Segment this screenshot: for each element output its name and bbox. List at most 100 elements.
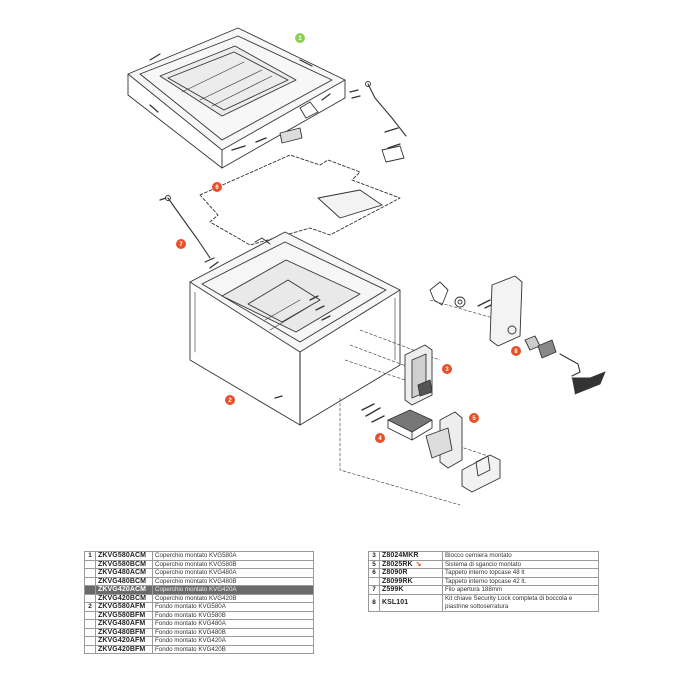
base-part xyxy=(189,231,401,426)
right-table-row: 7 Z599K Filo apertura 188mm xyxy=(368,585,599,595)
left-table-desc-cell: Fondo montato KVG480B xyxy=(152,627,314,637)
left-table-num-cell xyxy=(84,576,96,586)
left-table-code-cell: ZKVG420BCM xyxy=(95,593,153,603)
callout-label-2: 2 xyxy=(228,398,232,404)
left-table-num-cell xyxy=(84,644,96,654)
right-table-desc: Tappeto interno topcase 48 lt xyxy=(445,569,525,576)
left-table-code-cell: ZKVG480BCM xyxy=(95,576,153,586)
left-table-desc-cell: Fondo montato KVG580A xyxy=(152,602,314,612)
callout-marker-8: 8 xyxy=(511,346,521,356)
left-table-code-cell: ZKVG480ACM xyxy=(95,568,153,578)
left-table-desc: Fondo montato KVG580A xyxy=(155,603,226,610)
wire-part xyxy=(159,195,215,263)
release-system-part xyxy=(361,403,433,441)
left-table-desc-cell: Coperchio montato KVG480B xyxy=(152,576,314,586)
right-table-code-cell: KSL101 xyxy=(379,593,443,612)
left-table-desc-cell: Fondo montato KVG420A xyxy=(152,636,314,646)
callout-label-5: 5 xyxy=(472,416,476,422)
left-table-row: ZKVG420AFM Fondo montato KVG420A xyxy=(84,636,314,646)
left-table-desc: Coperchio montato KVG420B xyxy=(155,594,237,602)
left-table-num-cell: 1 xyxy=(84,551,96,561)
left-table-code-cell: ZKVG480AFM xyxy=(95,619,153,629)
left-table-code: ZKVG420ACM xyxy=(98,586,147,593)
right-table-num-cell: 7 xyxy=(368,585,380,595)
right-table-desc: Sistema di sgancio montato xyxy=(445,560,522,568)
right-table-row: 3 Z8024MKR Blocco cerniera montato xyxy=(368,551,599,561)
lock-kit-part xyxy=(429,275,606,395)
left-table-code: ZKVG420AFM xyxy=(98,637,146,644)
right-table-num-cell: 3 xyxy=(368,551,380,561)
left-table-desc: Coperchio montato KVG480B xyxy=(155,577,237,585)
left-table-desc: Coperchio montato KVG480A xyxy=(155,569,237,576)
right-table-desc-cell: Tappeto interno topcase 48 lt xyxy=(442,568,599,578)
right-table-code-cell: Z8099RK xyxy=(379,576,443,586)
right-table-desc-cell: Tappeto interno topcase 42 lt. xyxy=(442,576,599,586)
left-table-desc-cell: Coperchio montato KVG480A xyxy=(152,568,314,578)
right-table-desc-cell: Filo apertura 188mm xyxy=(442,585,599,595)
right-table-num: 5 xyxy=(372,560,376,568)
left-table-desc-cell: Coperchio montato KVG580A xyxy=(152,551,314,561)
new-item-arrow-icon: ↘ xyxy=(415,560,422,568)
right-table-code: Z8024MKR xyxy=(382,552,419,559)
left-table-num-cell xyxy=(84,627,96,637)
left-table-desc: Fondo montato KVG480A xyxy=(155,620,226,627)
callout-marker-4: 4 xyxy=(375,433,385,443)
left-table-desc-cell: Fondo montato KVG420B xyxy=(152,644,314,654)
right-table-num-cell xyxy=(368,576,380,586)
right-table-num: 6 xyxy=(372,569,376,576)
callout-marker-3: 3 xyxy=(442,364,452,374)
right-table-desc-cell: Blocco cerniera montato xyxy=(442,551,599,561)
left-table-code-cell: ZKVG580AFM xyxy=(95,602,153,612)
left-table-num: 1 xyxy=(88,552,92,559)
left-table-code-cell: ZKVG420BFM xyxy=(95,644,153,654)
right-table-desc-cell: Kit chiave Security Lock completa di boc… xyxy=(442,593,599,612)
callout-marker-1: 1 xyxy=(295,33,305,43)
left-table-row: ZKVG480AFM Fondo montato KVG480A xyxy=(84,619,314,629)
left-table-num-cell xyxy=(84,568,96,578)
callout-marker-5: 5 xyxy=(469,413,479,423)
right-table-num-cell: 8 xyxy=(368,593,380,612)
left-table-code-cell: ZKVG480BFM xyxy=(95,627,153,637)
left-table-code: ZKVG480AFM xyxy=(98,620,146,627)
right-table-code-cell: Z8090R xyxy=(379,568,443,578)
right-table-num: 7 xyxy=(372,586,376,593)
left-table-code: ZKVG580BFM xyxy=(98,611,146,619)
left-table-code: ZKVG580BCM xyxy=(98,560,147,568)
inner-mat-part xyxy=(199,154,401,246)
right-table-code: Z8090R xyxy=(382,569,408,576)
callout-marker-6: 6 xyxy=(212,182,222,192)
left-table-desc-cell: Fondo montato KVG480A xyxy=(152,619,314,629)
right-table-num: 3 xyxy=(372,552,376,559)
right-table-desc: Kit chiave Security Lock completa di boc… xyxy=(445,595,573,610)
left-table-num-cell xyxy=(84,610,96,620)
left-table-desc: Fondo montato KVG420B xyxy=(155,645,226,653)
right-table-desc: Blocco cerniera montato xyxy=(445,552,512,559)
right-table-code-cell: Z8024MKR xyxy=(379,551,443,561)
callout-label-6: 6 xyxy=(215,185,219,191)
right-table-row: 6 Z8090R Tappeto interno topcase 48 lt xyxy=(368,568,599,578)
left-table-desc-cell: Coperchio montato KVG420B xyxy=(152,593,314,603)
left-table-code-cell: ZKVG420ACM xyxy=(95,585,153,595)
left-table-num-cell xyxy=(84,593,96,603)
lid-part xyxy=(127,27,346,169)
callout-label-4: 4 xyxy=(378,436,382,442)
left-table-code-cell: ZKVG580ACM xyxy=(95,551,153,561)
right-table-desc: Tappeto interno topcase 42 lt. xyxy=(445,577,527,585)
right-table-code: Z599K xyxy=(382,586,404,593)
left-table-desc: Fondo montato KVG480B xyxy=(155,628,226,636)
right-table-num-cell: 5 xyxy=(368,559,380,569)
right-table-code-cell: Z8025RK↘ xyxy=(379,559,443,569)
